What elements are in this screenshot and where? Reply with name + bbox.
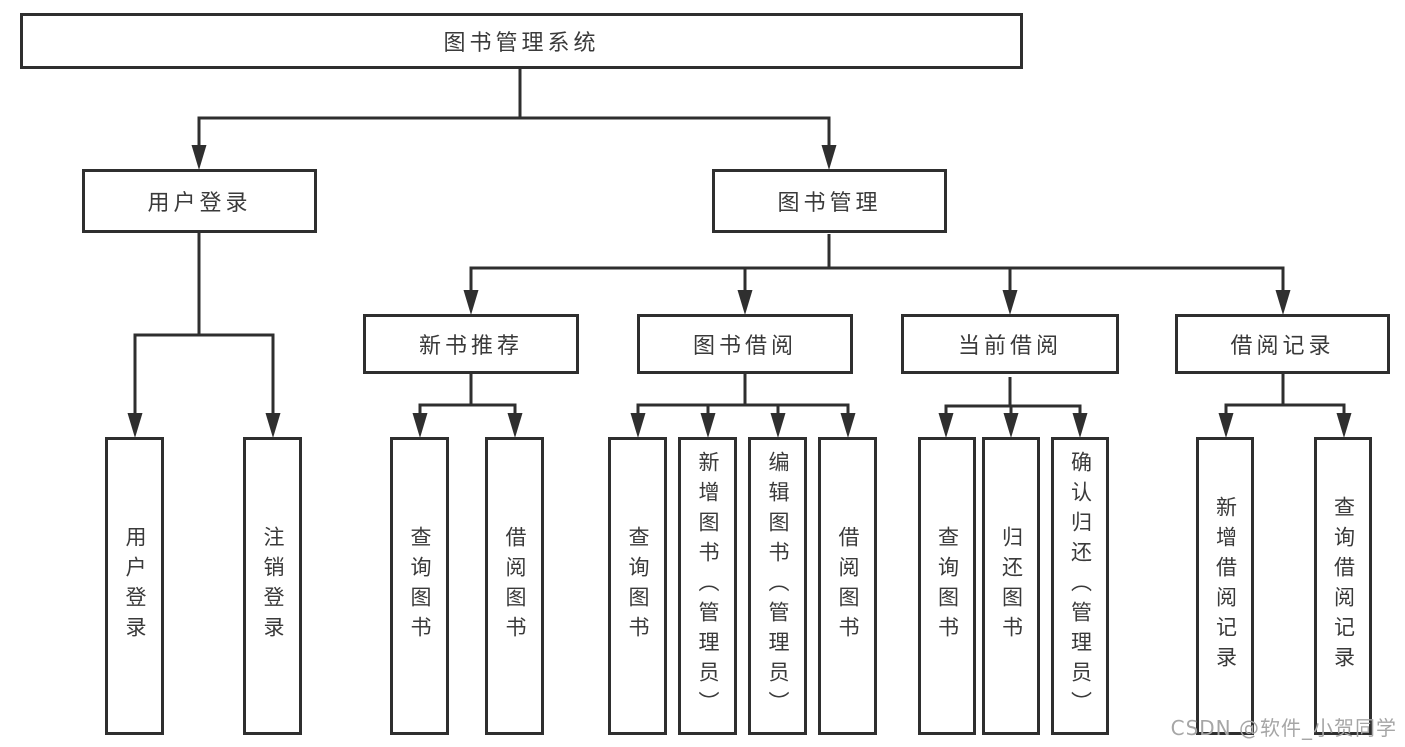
node-book-borrowing: 图书借阅	[637, 314, 853, 374]
leaf-borrow-books-borrowing: 借阅图书	[818, 437, 877, 735]
leaf-label: 查询图书	[935, 526, 960, 646]
leaf-user-login: 用户登录	[105, 437, 164, 735]
leaf-logout: 注销登录	[243, 437, 302, 735]
leaf-query-books-borrowing: 查询图书	[608, 437, 667, 735]
node-user-login: 用户登录	[82, 169, 317, 233]
leaf-label: 归还图书	[999, 526, 1024, 646]
leaf-query-books-recommend: 查询图书	[390, 437, 449, 735]
leaf-label: 借阅图书	[836, 526, 860, 646]
csdn-watermark: CSDN @软件_小贺同学	[1170, 716, 1397, 740]
node-label: 新书推荐	[418, 334, 523, 359]
node-new-book-recommend: 新书推荐	[363, 314, 579, 374]
leaf-label: 新增图书（管理员）	[696, 451, 720, 721]
leaf-label: 确认归还（管理员）	[1068, 451, 1093, 721]
leaf-query-borrow-record: 查询借阅记录	[1314, 437, 1372, 735]
leaf-add-book-admin: 新增图书（管理员）	[678, 437, 737, 735]
leaf-edit-book-admin: 编辑图书（管理员）	[748, 437, 807, 735]
node-label: 图书管理系统	[443, 31, 600, 56]
leaf-label: 借阅图书	[503, 526, 527, 646]
node-label: 图书借阅	[692, 334, 797, 359]
leaf-label: 新增借阅记录	[1213, 496, 1238, 676]
node-borrowing-records: 借阅记录	[1175, 314, 1390, 374]
leaf-add-borrow-record: 新增借阅记录	[1196, 437, 1254, 735]
node-label: 图书管理	[777, 191, 882, 216]
leaf-label: 查询借阅记录	[1331, 496, 1356, 676]
leaf-label: 查询图书	[408, 526, 432, 646]
leaf-return-book: 归还图书	[982, 437, 1040, 735]
node-label: 当前借阅	[957, 334, 1062, 359]
node-current-borrowing: 当前借阅	[901, 314, 1119, 374]
node-book-management: 图书管理	[712, 169, 947, 233]
leaf-label: 编辑图书（管理员）	[766, 451, 790, 721]
node-library-management-system: 图书管理系统	[20, 13, 1023, 69]
leaf-borrow-books-recommend: 借阅图书	[485, 437, 544, 735]
leaf-query-books-current: 查询图书	[918, 437, 976, 735]
leaf-label: 注销登录	[261, 526, 285, 646]
node-label: 用户登录	[147, 191, 252, 216]
leaf-label: 用户登录	[123, 526, 147, 646]
leaf-confirm-return-admin: 确认归还（管理员）	[1051, 437, 1109, 735]
node-label: 借阅记录	[1230, 334, 1335, 359]
leaf-label: 查询图书	[626, 526, 650, 646]
